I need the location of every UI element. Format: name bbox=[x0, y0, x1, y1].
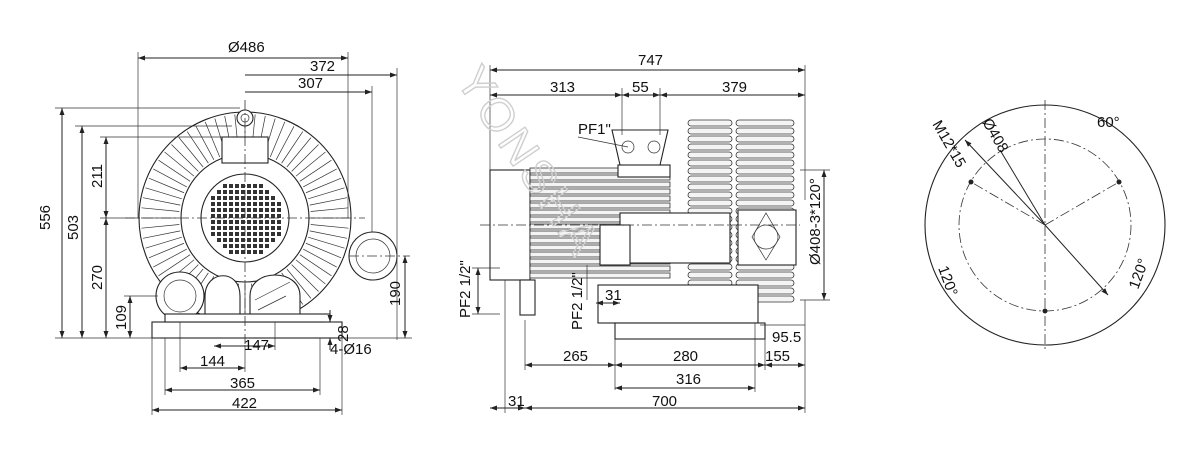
flange-view: M12*15 Ø408 60° 120° 120° bbox=[924, 100, 1166, 350]
dim-4-d16: 4-Ø16 bbox=[330, 341, 372, 358]
dim-d747: 747 bbox=[638, 52, 663, 69]
dim-d503: 503 bbox=[65, 215, 82, 240]
label-pf1: PF1" bbox=[578, 121, 611, 138]
dim-d408-3x120: Ø408-3*120° bbox=[807, 178, 824, 265]
dim-d95-5: 95.5 bbox=[772, 329, 801, 346]
dim-d144: 144 bbox=[200, 353, 225, 370]
dim-d313: 313 bbox=[550, 79, 575, 96]
dim-d155: 155 bbox=[765, 348, 790, 365]
dim-d422: 422 bbox=[232, 395, 257, 412]
dim-d307: 307 bbox=[298, 75, 323, 92]
dim-d31-b: 31 bbox=[508, 393, 525, 410]
label-pf2-b: PF2 1/2" bbox=[569, 272, 586, 330]
bolt-hole-right bbox=[1116, 179, 1122, 185]
side-view: 747 313 55 379 PF1" PF2 1/2" PF2 1/2" 31… bbox=[457, 52, 830, 413]
center-body bbox=[619, 212, 731, 264]
dim-d700: 700 bbox=[652, 393, 677, 410]
top-port-side bbox=[611, 129, 669, 166]
base-plate bbox=[151, 321, 343, 339]
bolt-hole-left bbox=[968, 179, 974, 185]
dim-d31-a: 31 bbox=[605, 287, 622, 304]
bolt-hole-bottom bbox=[1042, 308, 1048, 314]
angle-60: 60° bbox=[1097, 114, 1120, 131]
dim-d147: 147 bbox=[244, 337, 269, 354]
dim-d556: 556 bbox=[37, 205, 54, 230]
side-base-plate bbox=[614, 322, 766, 340]
dim-d486: Ø486 bbox=[228, 39, 265, 56]
dim-d280: 280 bbox=[673, 348, 698, 365]
outlet-flange bbox=[737, 209, 797, 266]
dim-d316: 316 bbox=[676, 371, 701, 388]
bottom-ports bbox=[155, 271, 301, 323]
front-view: Ø486 372 307 556 503 211 270 109 190 28 … bbox=[37, 39, 412, 415]
dim-d379: 379 bbox=[722, 79, 747, 96]
dim-d211: 211 bbox=[89, 164, 106, 188]
dim-d55: 55 bbox=[632, 79, 649, 96]
dim-d109: 109 bbox=[113, 305, 130, 330]
dim-d270: 270 bbox=[89, 265, 106, 290]
dim-d190: 190 bbox=[387, 281, 404, 306]
dim-d28: 28 bbox=[335, 325, 352, 342]
dim-d265: 265 bbox=[563, 348, 588, 365]
fan-cover-grid bbox=[211, 184, 281, 254]
dim-d365: 365 bbox=[230, 375, 255, 392]
dim-d372: 372 bbox=[310, 58, 335, 75]
label-pf2-a: PF2 1/2" bbox=[457, 260, 474, 318]
